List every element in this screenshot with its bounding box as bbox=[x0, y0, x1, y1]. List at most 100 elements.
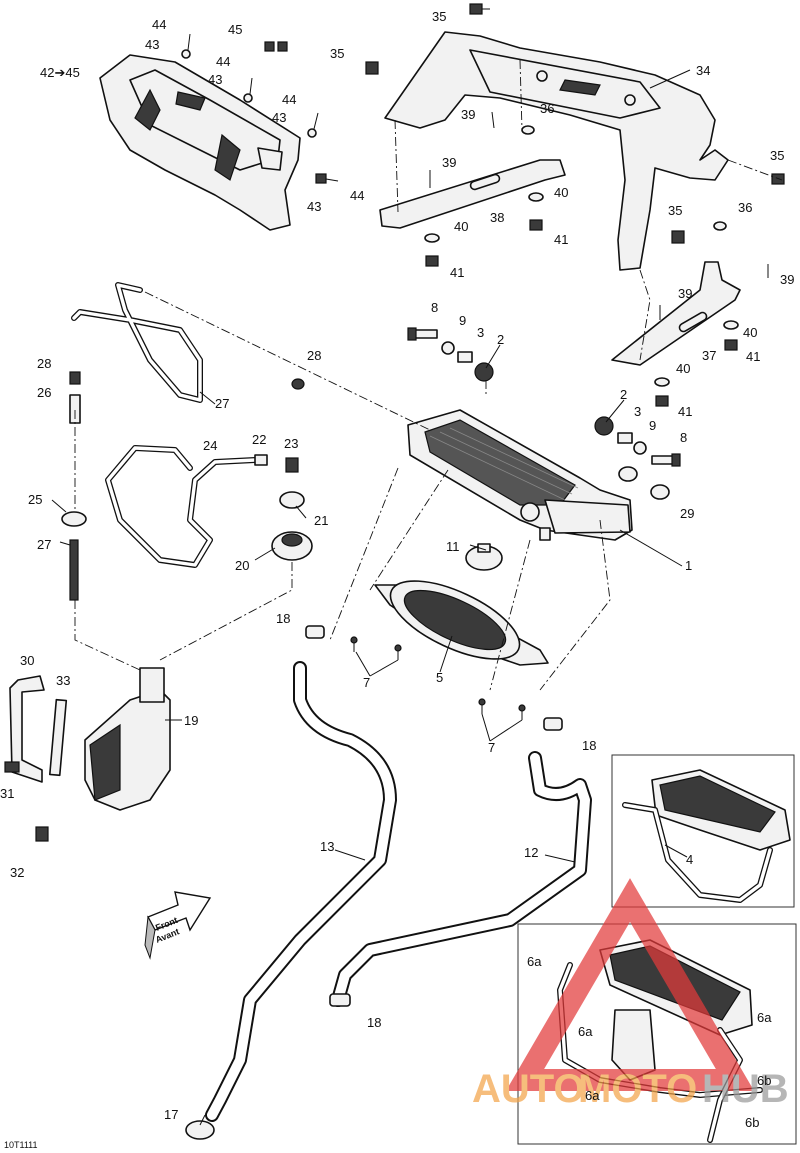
label-35a: 35 bbox=[432, 9, 446, 24]
label-2a: 2 bbox=[497, 332, 504, 347]
mount-plate-38 bbox=[379, 159, 566, 229]
label-20: 20 bbox=[235, 558, 249, 573]
label-39c: 39 bbox=[678, 286, 692, 301]
svg-text:MOTO: MOTO bbox=[578, 1067, 697, 1111]
fan-shroud-part bbox=[374, 580, 549, 666]
leader-lines bbox=[51, 69, 691, 1126]
reservoir-bracket-hardware bbox=[4, 675, 68, 842]
label-12: 12 bbox=[524, 845, 538, 860]
inset-frame-4 bbox=[611, 754, 795, 908]
label-39a: 39 bbox=[461, 107, 475, 122]
label-18c: 18 bbox=[367, 1015, 381, 1030]
label-23: 23 bbox=[284, 436, 298, 451]
label-35d: 35 bbox=[668, 203, 682, 218]
label-44d: 44 bbox=[350, 188, 364, 203]
watermark: AUTO MOTO HUB bbox=[472, 878, 789, 1111]
tube-24 bbox=[105, 445, 258, 568]
label-22: 22 bbox=[252, 432, 266, 447]
label-36a: 36 bbox=[540, 101, 554, 116]
label-30: 30 bbox=[20, 653, 34, 668]
label-8a: 8 bbox=[431, 300, 438, 315]
label-25: 25 bbox=[28, 492, 42, 507]
label-7a: 7 bbox=[363, 675, 370, 690]
front-direction-arrow: Front Avant bbox=[144, 891, 212, 960]
label-35b: 35 bbox=[330, 46, 344, 61]
label-29: 29 bbox=[680, 506, 694, 521]
label-8b: 8 bbox=[680, 430, 687, 445]
label-28b: 28 bbox=[307, 348, 321, 363]
label-19: 19 bbox=[184, 713, 198, 728]
inset-4-radiator bbox=[622, 769, 791, 903]
bolt-35-set bbox=[365, 3, 785, 244]
label-24: 24 bbox=[203, 438, 217, 453]
temp-sensor-stack bbox=[61, 371, 305, 601]
label-9a: 9 bbox=[459, 313, 466, 328]
mount-plate-37 bbox=[611, 261, 741, 366]
label-37: 37 bbox=[702, 348, 716, 363]
label-40d: 40 bbox=[676, 361, 690, 376]
label-43c: 43 bbox=[272, 110, 286, 125]
label-11: 11 bbox=[446, 539, 460, 554]
label-41c: 41 bbox=[746, 349, 760, 364]
label-44c: 44 bbox=[282, 92, 296, 107]
clamps-18-17 bbox=[185, 625, 563, 1140]
label-6b-1: 6b bbox=[757, 1073, 771, 1088]
label-1: 1 bbox=[685, 558, 692, 573]
cover-fasteners bbox=[181, 33, 339, 184]
label-43b: 43 bbox=[208, 72, 222, 87]
label-40b: 40 bbox=[454, 219, 468, 234]
svg-text:AUTO: AUTO bbox=[472, 1067, 585, 1111]
side-cover-part bbox=[99, 54, 301, 231]
tube-27 bbox=[71, 282, 203, 403]
radiator-cap-11 bbox=[465, 543, 503, 571]
label-32: 32 bbox=[10, 865, 24, 880]
label-40a: 40 bbox=[554, 185, 568, 200]
hose-12 bbox=[331, 751, 592, 1007]
label-39d: 39 bbox=[780, 272, 794, 287]
radiator-part bbox=[407, 409, 633, 541]
fittings-20-23 bbox=[254, 454, 313, 561]
label-31: 31 bbox=[0, 786, 14, 801]
label-4: 4 bbox=[686, 852, 693, 867]
label-39b: 39 bbox=[442, 155, 456, 170]
label-43d: 43 bbox=[307, 199, 321, 214]
label-38: 38 bbox=[490, 210, 504, 225]
label-21: 21 bbox=[314, 513, 328, 528]
label-26: 26 bbox=[37, 385, 51, 400]
screws-7 bbox=[350, 636, 526, 720]
label-33: 33 bbox=[56, 673, 70, 688]
assembly-lines bbox=[74, 59, 783, 691]
label-27a: 27 bbox=[215, 396, 229, 411]
label-41d: 41 bbox=[678, 404, 692, 419]
label-2b: 2 bbox=[620, 387, 627, 402]
label-35c: 35 bbox=[770, 148, 784, 163]
label-3b: 3 bbox=[634, 404, 641, 419]
label-13: 13 bbox=[320, 839, 334, 854]
label-44b: 44 bbox=[216, 54, 230, 69]
label-28a: 28 bbox=[37, 356, 51, 371]
callout-labels: 1 2 2 3 3 4 5 6a 6a 6a 6a 6b 6b 7 7 8 8 … bbox=[0, 9, 794, 1150]
label-34: 34 bbox=[696, 63, 710, 78]
label-40c: 40 bbox=[743, 325, 757, 340]
label-42-45: 42➔45 bbox=[40, 65, 80, 80]
coolant-reservoir-19 bbox=[84, 667, 171, 811]
label-6a-4: 6a bbox=[757, 1010, 772, 1025]
label-6b-2: 6b bbox=[745, 1115, 759, 1130]
label-9b: 9 bbox=[649, 418, 656, 433]
label-41a: 41 bbox=[554, 232, 568, 247]
label-36b: 36 bbox=[738, 200, 752, 215]
radiator-hardware bbox=[407, 327, 681, 500]
label-44a: 44 bbox=[152, 17, 166, 32]
label-41b: 41 bbox=[450, 265, 464, 280]
label-6a-3: 6a bbox=[585, 1088, 600, 1103]
label-18b: 18 bbox=[582, 738, 596, 753]
support-bracket-part bbox=[384, 31, 729, 271]
label-43a: 43 bbox=[145, 37, 159, 52]
hardware-36-40-41 bbox=[424, 111, 769, 407]
label-18a: 18 bbox=[276, 611, 290, 626]
label-27b: 27 bbox=[37, 537, 51, 552]
label-5: 5 bbox=[436, 670, 443, 685]
figure-code: 10T1111 bbox=[4, 1140, 38, 1150]
